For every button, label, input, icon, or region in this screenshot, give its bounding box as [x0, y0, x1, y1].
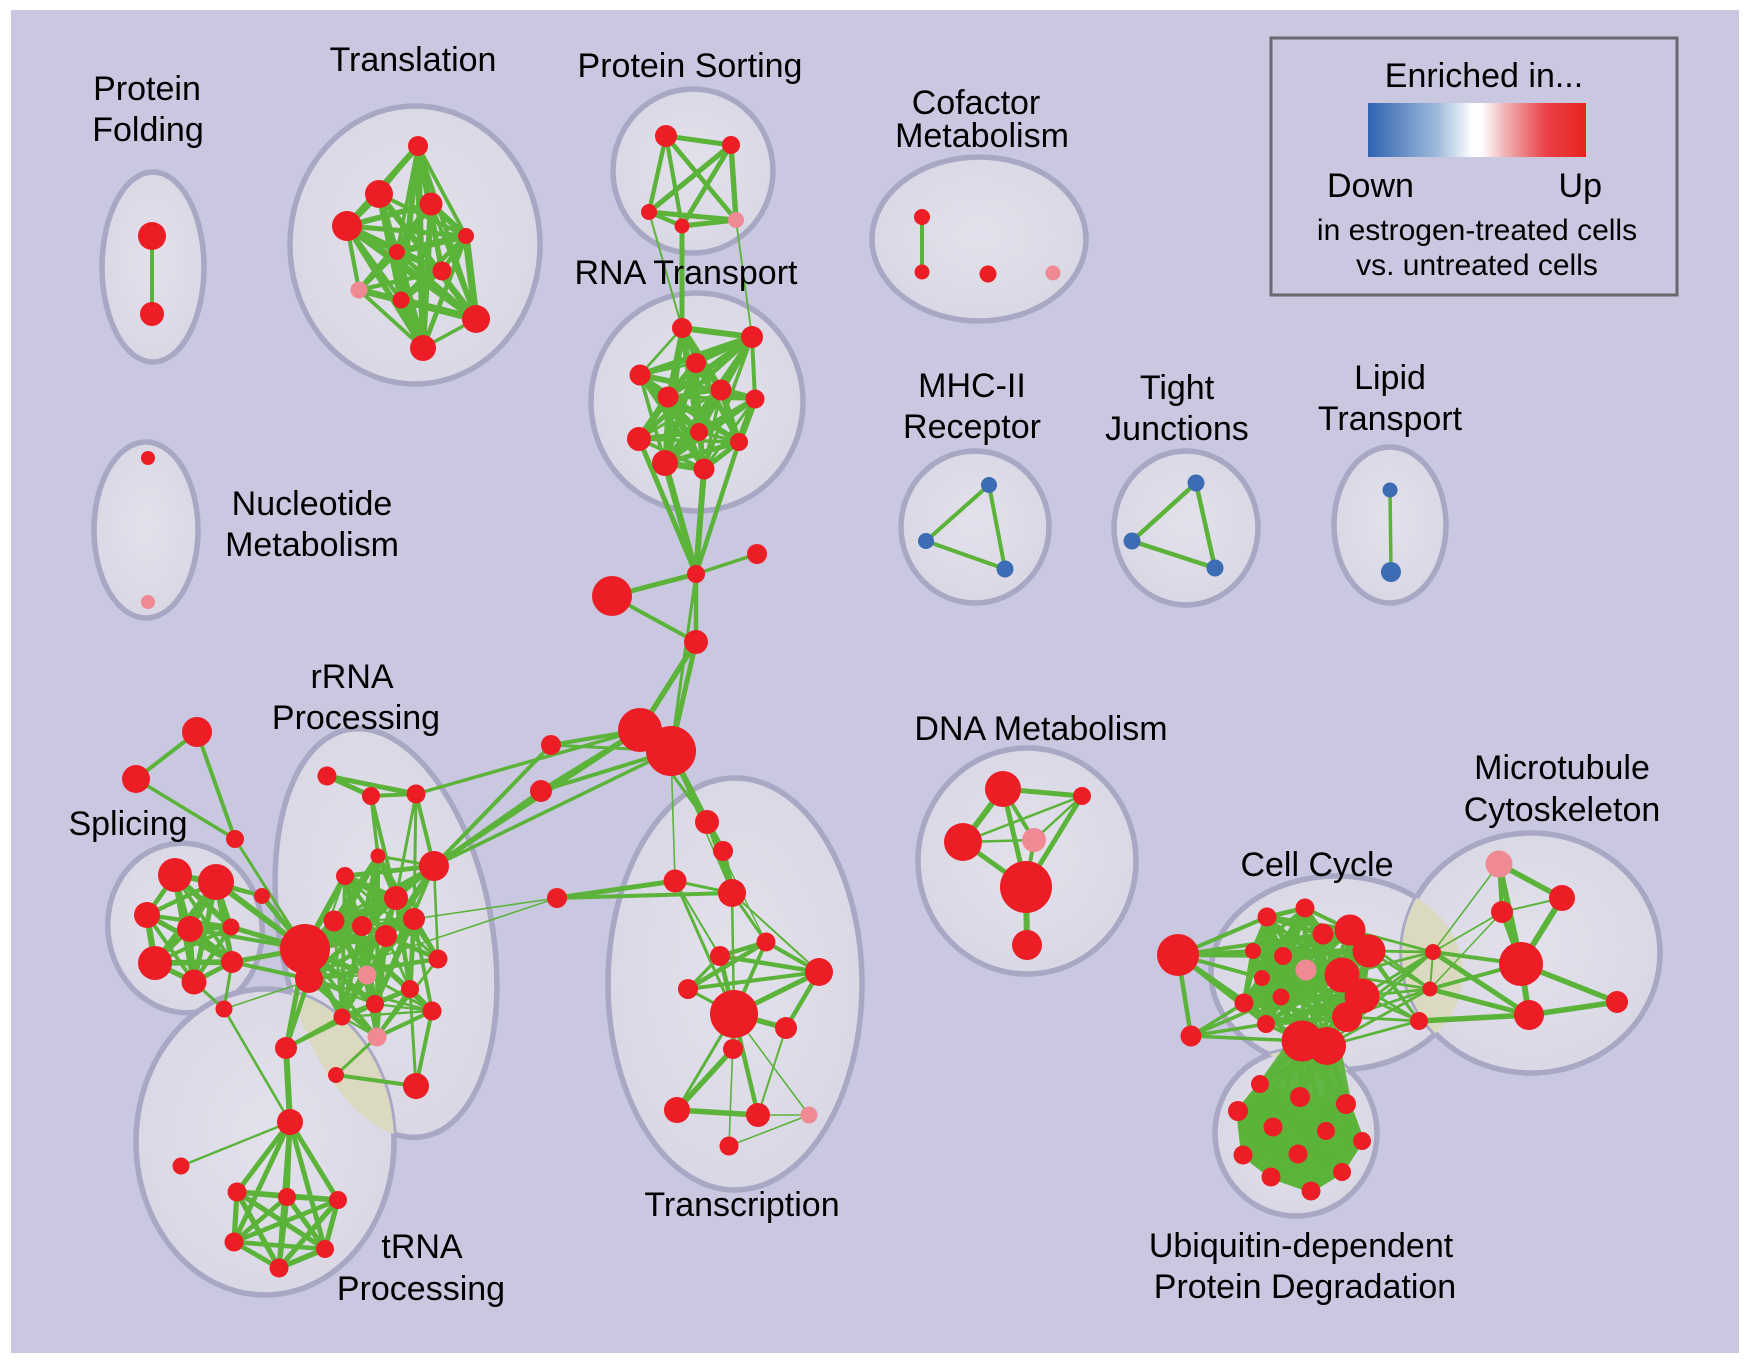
svg-text:Metabolism: Metabolism: [895, 117, 1069, 155]
svg-text:MHC-II: MHC-II: [918, 367, 1026, 405]
svg-text:Translation: Translation: [330, 41, 497, 79]
svg-text:vs. untreated cells: vs. untreated cells: [1356, 249, 1598, 282]
svg-text:Microtubule: Microtubule: [1474, 749, 1650, 787]
svg-text:Cell Cycle: Cell Cycle: [1240, 846, 1393, 884]
svg-text:Processing: Processing: [272, 699, 440, 737]
svg-text:RNA Transport: RNA Transport: [575, 254, 799, 292]
svg-text:Folding: Folding: [92, 111, 204, 149]
svg-text:tRNA: tRNA: [381, 1228, 463, 1266]
svg-text:Down: Down: [1327, 167, 1414, 205]
svg-text:Processing: Processing: [337, 1270, 505, 1308]
svg-text:Ubiquitin-dependent: Ubiquitin-dependent: [1149, 1227, 1454, 1265]
svg-text:Tight: Tight: [1140, 369, 1215, 407]
svg-text:Metabolism: Metabolism: [225, 526, 399, 564]
svg-text:Splicing: Splicing: [68, 805, 187, 843]
svg-text:Transport: Transport: [1318, 400, 1463, 438]
svg-text:Cytoskeleton: Cytoskeleton: [1464, 791, 1661, 829]
svg-text:Transcription: Transcription: [644, 1186, 839, 1224]
svg-text:Cofactor: Cofactor: [912, 84, 1041, 122]
svg-text:Nucleotide: Nucleotide: [232, 485, 393, 523]
svg-text:Protein Degradation: Protein Degradation: [1154, 1268, 1456, 1306]
svg-text:Junctions: Junctions: [1105, 410, 1249, 448]
svg-text:Protein Sorting: Protein Sorting: [578, 47, 803, 85]
svg-text:Protein: Protein: [93, 70, 201, 108]
svg-text:in estrogen-treated cells: in estrogen-treated cells: [1317, 214, 1637, 247]
svg-text:Enriched in...: Enriched in...: [1385, 57, 1583, 95]
svg-text:Receptor: Receptor: [903, 408, 1041, 446]
svg-text:DNA Metabolism: DNA Metabolism: [914, 710, 1167, 748]
svg-text:rRNA: rRNA: [310, 658, 393, 696]
svg-text:Up: Up: [1559, 167, 1602, 205]
svg-text:Lipid: Lipid: [1354, 359, 1426, 397]
